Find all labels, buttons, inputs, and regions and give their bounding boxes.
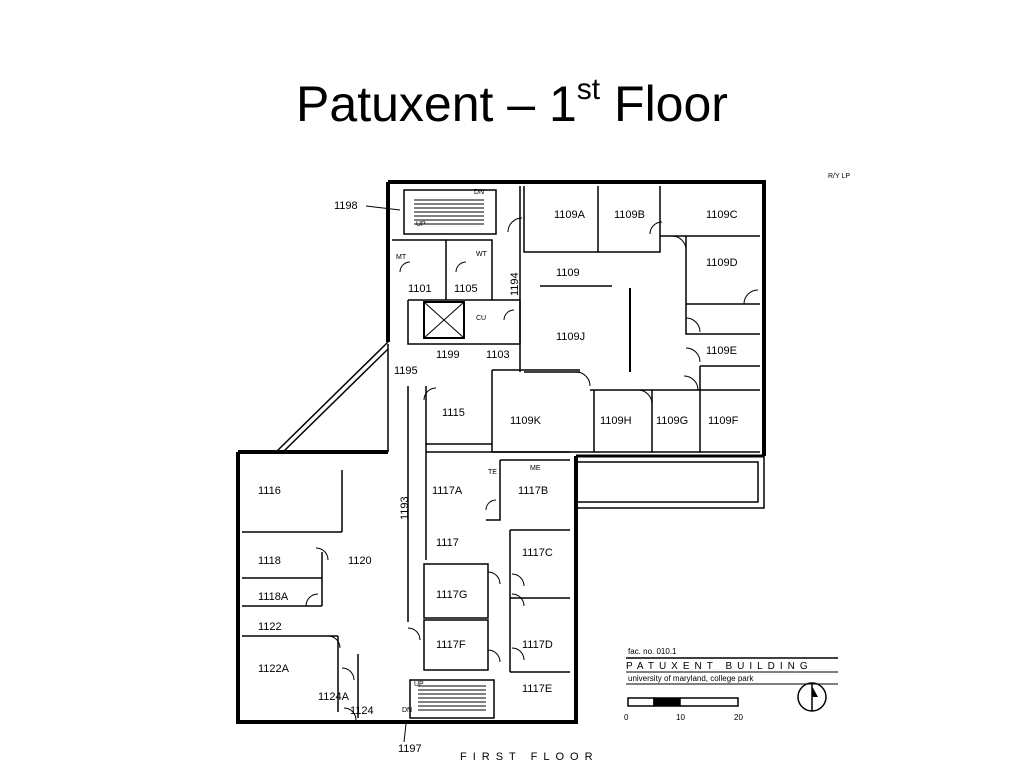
- label-1117F: 1117F: [436, 639, 466, 651]
- label-1109E: 1109E: [706, 345, 737, 357]
- label-dn-bottom: DN: [402, 707, 412, 714]
- label-1194: 1194: [509, 272, 521, 296]
- label-1109: 1109: [556, 267, 580, 279]
- label-1118A: 1118A: [258, 591, 289, 603]
- label-1109K: 1109K: [510, 415, 542, 427]
- label-wt: WT: [476, 251, 488, 258]
- title-end: Floor: [600, 76, 728, 132]
- label-1101: 1101: [408, 283, 432, 295]
- label-1117G: 1117G: [436, 589, 467, 601]
- title-block-building: PATUXENT BUILDING: [626, 661, 813, 672]
- door-swings: [305, 217, 759, 721]
- label-1117E: 1117E: [522, 683, 552, 695]
- label-1115: 1115: [442, 407, 465, 419]
- scale-label-10: 10: [676, 713, 685, 722]
- north-arrow-icon: [797, 682, 827, 712]
- title-block: fac. no. 010.1 PATUXENT BUILDING univers…: [624, 647, 838, 722]
- label-1117B: 1117B: [518, 485, 548, 497]
- label-1109J: 1109J: [556, 331, 585, 343]
- scale-label-20: 20: [734, 713, 743, 722]
- label-te: TE: [488, 469, 497, 476]
- label-1103: 1103: [486, 349, 510, 361]
- label-1109D: 1109D: [706, 257, 738, 269]
- scale-bar: 0 10 20: [624, 697, 743, 722]
- stair-treads: [414, 199, 486, 711]
- label-1117: 1117: [436, 537, 459, 549]
- label-dn-top: DN: [474, 189, 484, 196]
- label-1109A: 1109A: [554, 209, 586, 221]
- label-1117A: 1117A: [432, 485, 463, 497]
- label-1122: 1122: [258, 621, 282, 633]
- label-up-bottom: UP: [414, 681, 424, 688]
- label-1109G: 1109G: [656, 415, 688, 427]
- label-1120: 1120: [348, 555, 372, 567]
- plan-walls: [236, 180, 766, 724]
- label-1122A: 1122A: [258, 663, 290, 675]
- label-cu: CU: [476, 315, 486, 322]
- label-1109B: 1109B: [614, 209, 645, 221]
- label-1105: 1105: [454, 283, 478, 295]
- label-1117C: 1117C: [522, 547, 553, 559]
- label-me: ME: [530, 465, 541, 472]
- label-1124A: 1124A: [318, 691, 350, 703]
- label-1195: 1195: [394, 365, 418, 377]
- label-1199: 1199: [436, 349, 460, 361]
- label-1118: 1118: [258, 555, 281, 567]
- label-1116: 1116: [258, 485, 281, 497]
- label-1117D: 1117D: [522, 639, 553, 651]
- room-labels: 1198 DN UP 1109A 1109B 1109C MT WT 1109 …: [258, 173, 850, 763]
- title-block-fac-no: fac. no. 010.1: [628, 647, 677, 656]
- label-1109C: 1109C: [706, 209, 738, 221]
- floor-label: FIRST FLOOR: [460, 751, 599, 763]
- label-1197: 1197: [398, 743, 422, 755]
- title-block-campus: university of maryland, college park: [628, 674, 754, 683]
- label-1198: 1198: [334, 200, 358, 212]
- label-1109H: 1109H: [600, 415, 632, 427]
- corner-mark: R/Y LP: [828, 173, 850, 180]
- slide-title: Patuxent – 1st Floor: [0, 58, 1024, 136]
- title-main: Patuxent – 1: [296, 76, 577, 132]
- label-up-top: UP: [416, 221, 426, 228]
- label-1193: 1193: [399, 496, 411, 520]
- scale-label-0: 0: [624, 713, 629, 722]
- label-1124: 1124: [350, 705, 374, 717]
- title-superscript: st: [576, 73, 601, 106]
- label-1109F: 1109F: [708, 415, 739, 427]
- label-mt: MT: [396, 254, 407, 261]
